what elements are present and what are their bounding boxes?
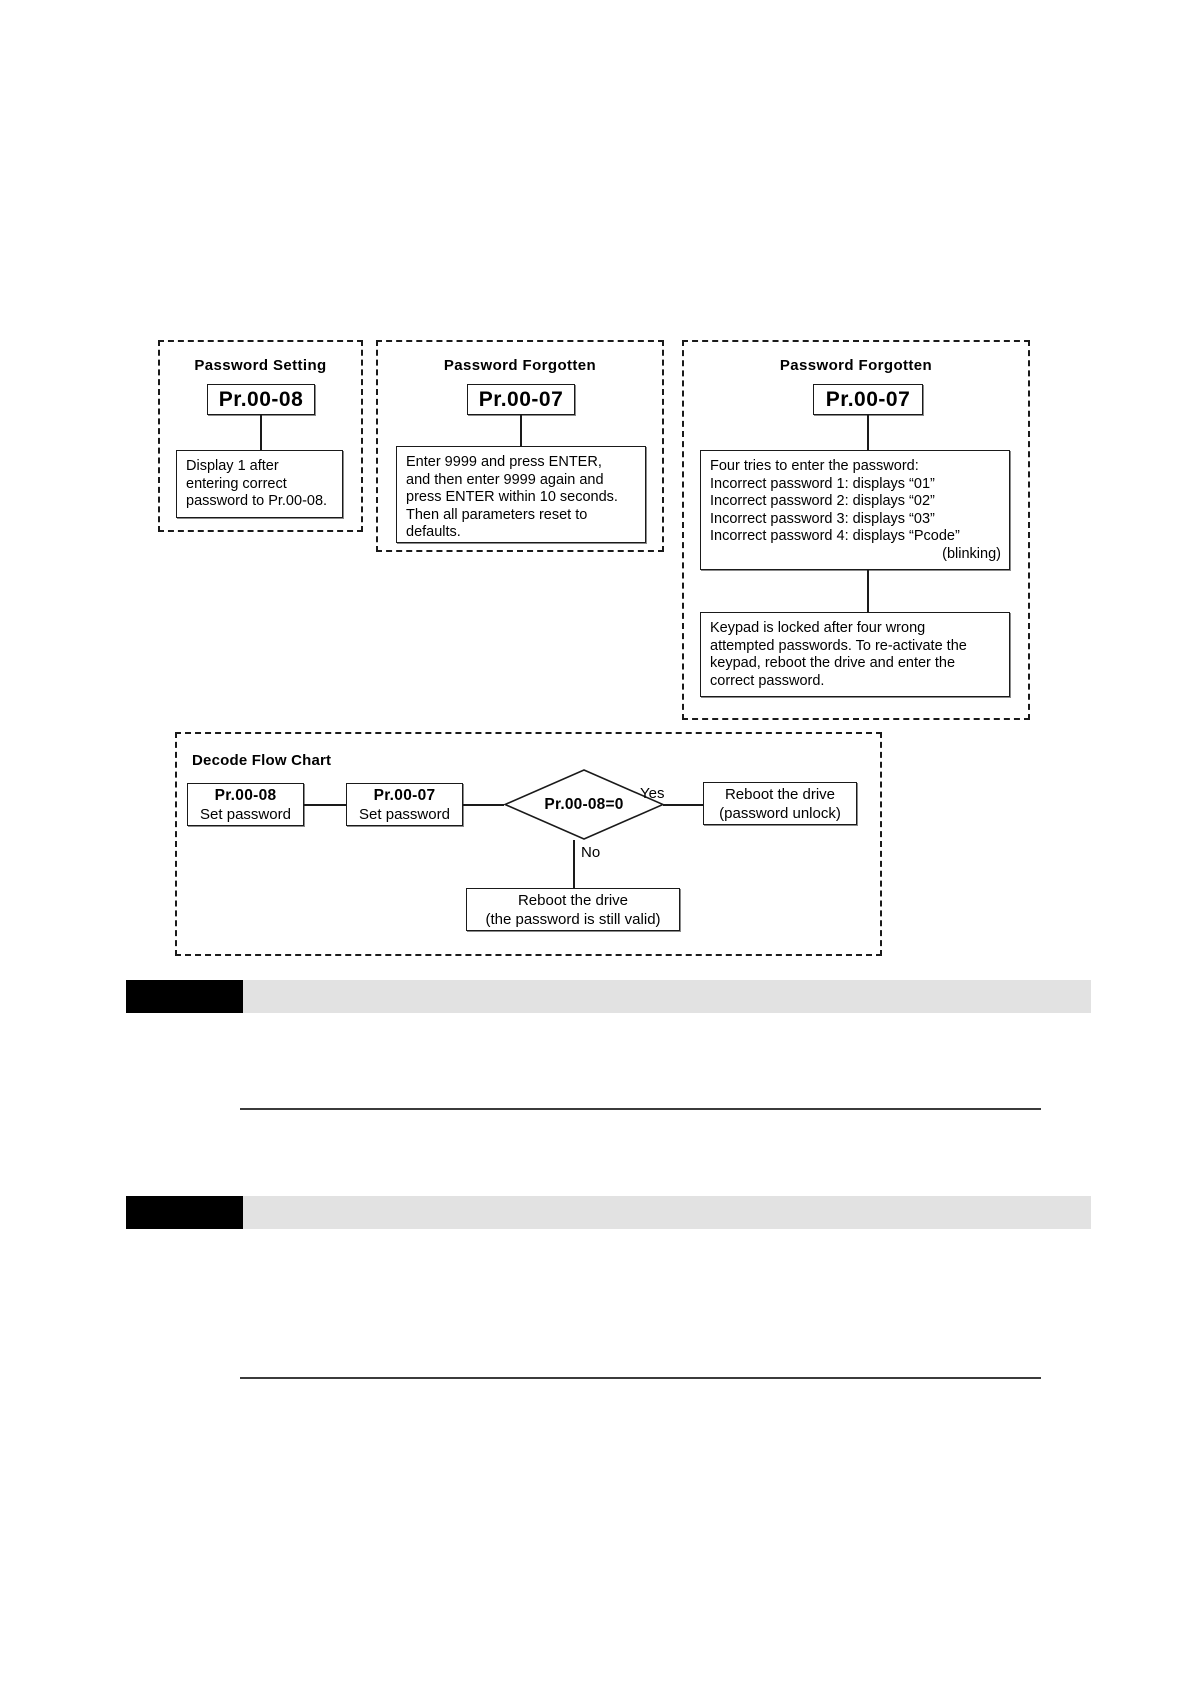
locked-line: Keypad is locked after four wrong [710, 620, 926, 636]
connector-panel3-vertical-top [867, 415, 869, 450]
body-line: password to Pr.00-08. [186, 493, 328, 509]
flow-node-reboot-unlock: Reboot the drive (password unlock) [703, 782, 857, 825]
locked-line: correct password. [710, 672, 825, 689]
body-line: Display 1 after [186, 458, 279, 474]
connector-panel1-vertical [260, 415, 262, 450]
body-line: and then enter 9999 again and [406, 471, 604, 488]
textbox-password-reset-body: Enter 9999 and press ENTER, and then ent… [396, 446, 646, 543]
body-line: press ENTER within 10 seconds. [406, 489, 618, 505]
param-box-pr-00-07-lockout: Pr.00-07 [813, 384, 923, 415]
flow-decision-diamond: Pr.00-08=0 [504, 769, 664, 840]
flow-node-param: Pr.00-07 [373, 786, 436, 804]
attempt-line: Incorrect password 3: displays “03” [710, 510, 935, 527]
decode-flow-chart-title: Decode Flow Chart [192, 752, 332, 769]
attempt-line: Incorrect password 1: displays “01” [710, 475, 935, 492]
flow-node-line: Reboot the drive [724, 785, 836, 803]
attempt-line: Incorrect password 4: displays “Pcode” [710, 528, 960, 544]
flow-node-action: Set password [200, 805, 291, 823]
attempt-line: Incorrect password 2: displays “02” [710, 493, 935, 509]
section-bar-black-top [126, 980, 243, 1013]
flow-node-action: Set password [359, 805, 450, 823]
edge-label-no: No [581, 844, 601, 861]
connector-panel2-vertical [520, 415, 522, 446]
textbox-password-setting-body: Display 1 after entering correct passwor… [176, 450, 343, 518]
flow-node-line: (password unlock) [719, 804, 841, 822]
locked-line: attempted passwords. To re-activate the [710, 637, 967, 654]
horizontal-rule-bottom [240, 1377, 1041, 1379]
param-box-pr-00-07-reset: Pr.00-07 [467, 384, 575, 415]
flow-node-set-password-00-08: Pr.00-08 Set password [187, 783, 304, 826]
panel-decode-flow-chart [175, 732, 882, 956]
panel-password-setting-title: Password Setting [194, 357, 327, 374]
section-bar-gray-top [126, 980, 1091, 1013]
body-line: Then all parameters reset to [406, 506, 588, 523]
body-line: Enter 9999 and press ENTER, [406, 454, 602, 470]
textbox-password-attempts: Four tries to enter the password: Incorr… [700, 450, 1010, 570]
panel-password-setting [158, 340, 363, 532]
connector-node1-to-node2 [304, 804, 346, 806]
body-line: defaults. [406, 524, 461, 540]
panel-password-forgotten-reset-title: Password Forgotten [443, 357, 597, 374]
flow-node-line: (the password is still valid) [485, 910, 661, 928]
horizontal-rule-middle [240, 1108, 1041, 1110]
locked-line: keypad, reboot the drive and enter the [710, 655, 956, 671]
panel-password-forgotten-lockout [682, 340, 1030, 720]
section-bar-gray-bottom [126, 1196, 1091, 1229]
section-bar-black-bottom [126, 1196, 243, 1229]
connector-node2-to-decision [463, 804, 504, 806]
panel-password-forgotten-lockout-title: Password Forgotten [779, 357, 933, 374]
flow-node-set-password-00-07: Pr.00-07 Set password [346, 783, 463, 826]
flow-node-reboot-password-valid: Reboot the drive (the password is still … [466, 888, 680, 931]
panel-password-forgotten-reset [376, 340, 664, 552]
flow-node-param: Pr.00-08 [214, 786, 277, 804]
connector-decision-to-yes-box [663, 804, 703, 806]
body-line: entering correct [186, 475, 287, 492]
connector-decision-to-no-box [573, 840, 575, 888]
attempt-line: Four tries to enter the password: [710, 458, 919, 474]
flow-node-line: Reboot the drive [517, 891, 629, 909]
connector-panel3-vertical-bottom [867, 570, 869, 612]
param-box-pr-00-08: Pr.00-08 [207, 384, 315, 415]
textbox-keypad-locked: Keypad is locked after four wrong attemp… [700, 612, 1010, 697]
attempt-blinking-note: (blinking) [942, 545, 1001, 562]
edge-label-yes: Yes [640, 785, 665, 802]
